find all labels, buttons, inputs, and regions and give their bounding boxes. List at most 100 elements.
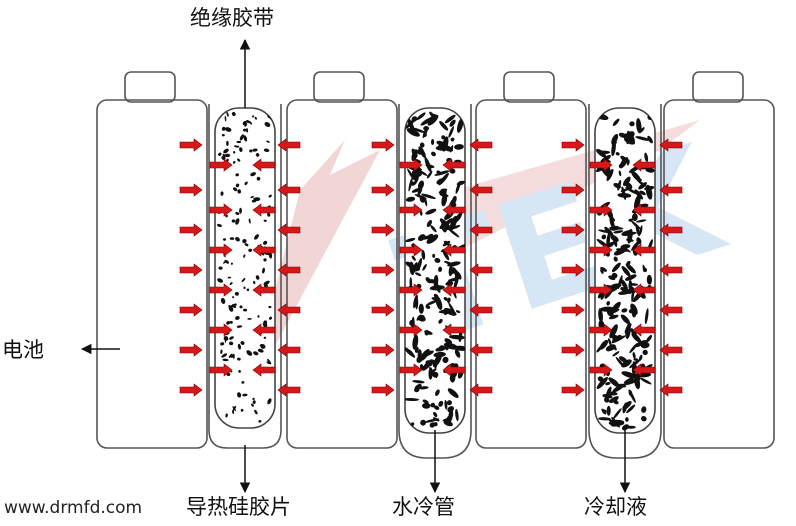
cooling-pipe <box>404 107 466 434</box>
coolant-particle-icon <box>636 118 642 134</box>
coolant-particle-icon <box>428 279 435 284</box>
coolant-particle-icon <box>425 298 440 306</box>
coolant-particle-icon <box>254 116 257 120</box>
coolant-particle-icon <box>438 266 443 272</box>
coolant-particle-icon <box>232 303 237 309</box>
coolant-particle-icon <box>441 135 446 140</box>
heat-flow-arrow-icon <box>277 138 301 152</box>
coolant-particle-icon <box>639 377 652 385</box>
coolant-particle-icon <box>620 314 631 325</box>
heat-flow-arrow-icon <box>632 323 656 337</box>
coolant-particle-icon <box>444 114 456 124</box>
coolant-particle-icon <box>605 382 611 386</box>
heat-flow-arrow-icon <box>561 343 585 357</box>
coolant-particle-icon <box>266 140 270 143</box>
heat-flow-arrow-icon <box>469 223 493 237</box>
coolant-particle-icon <box>236 325 243 328</box>
coolant-particle-icon <box>613 256 618 262</box>
coolant-particle-icon <box>229 336 234 340</box>
coolant-particle-icon <box>449 145 454 153</box>
coolant-particle-icon <box>223 148 229 154</box>
coolant-particle-icon <box>234 291 239 296</box>
coolant-particle-icon <box>417 180 425 190</box>
coolant-particle-icon <box>226 140 229 146</box>
coolant-particle-icon <box>254 234 259 240</box>
coolant-particle-icon <box>645 184 653 200</box>
coolant-particle-icon <box>428 367 433 380</box>
coolant-particle-icon <box>447 297 451 304</box>
website-url: www.drmfd.com <box>4 498 143 518</box>
coolant-particle-icon <box>242 120 247 126</box>
coolant-particle-icon <box>613 182 622 189</box>
coolant-particle-icon <box>406 128 420 137</box>
label-thermal-pad: 导热硅胶片 <box>186 495 291 519</box>
coolant-particle-icon <box>631 213 638 222</box>
coolant-particle-icon <box>623 377 634 385</box>
coolant-particle-icon <box>412 334 419 350</box>
heat-flow-arrow-icon <box>399 243 423 257</box>
coolant-particle-icon <box>237 357 241 361</box>
coolant-particle-icon <box>596 148 607 158</box>
coolant-particle-icon <box>411 116 418 122</box>
heat-flow-arrow-icon <box>561 303 585 317</box>
coolant-particle-icon <box>254 409 258 415</box>
coolant-particle-icon <box>455 408 459 422</box>
battery-cells <box>96 71 775 449</box>
coolant-particle-icon <box>431 139 435 145</box>
coolant-particle-icon <box>630 328 635 336</box>
coolant-particle-icon <box>642 349 648 356</box>
coolant-particle-icon <box>640 416 647 422</box>
coolant-particle-icon <box>418 386 429 390</box>
coolant-particle-icon <box>615 356 625 368</box>
coolant-particle-icon <box>426 219 433 228</box>
coolant-particle-icon <box>421 249 426 260</box>
coolant-particle-icon <box>625 187 638 195</box>
coolant-particle-icon <box>255 153 260 157</box>
coolant-particle-icon <box>429 111 437 120</box>
coolant-particle-icon <box>226 321 230 325</box>
coolant-particle-icon <box>443 296 449 301</box>
coolant-particle-icon <box>263 240 268 245</box>
coolant-particle-icon <box>225 413 228 418</box>
coolant-particle-icon <box>618 356 628 363</box>
coolant-particle-icon <box>234 145 240 148</box>
coolant-particle-icon <box>425 208 437 215</box>
coolant-particle-icon <box>228 353 233 358</box>
coolant-particle-icon <box>611 416 618 426</box>
coolant-particle-icon <box>422 264 427 271</box>
heat-flow-arrow-icon <box>589 363 613 377</box>
coolant-particle-icon <box>235 211 240 216</box>
heat-flow-arrow-icon <box>399 203 423 217</box>
coolant-particle-icon <box>405 397 420 402</box>
coolant-particle-icon <box>444 399 448 410</box>
coolant-particle-icon <box>630 286 636 295</box>
coolant-particle-icon <box>416 112 426 121</box>
coolant-particle-icon <box>227 276 232 279</box>
coolant-particle-icon <box>450 202 457 208</box>
heat-flow-arrow-icon <box>659 343 683 357</box>
heat-flow-arrow-icon <box>561 183 585 197</box>
coolant-particle-icon <box>634 189 644 200</box>
coolant-particle-icon <box>607 241 615 248</box>
heat-flow-arrow-icon <box>561 263 585 277</box>
heat-flow-arrow-icon <box>659 138 683 152</box>
coolant-particle-icon <box>611 141 617 147</box>
coolant-particle-icon <box>424 418 440 423</box>
coolant-particle-icon <box>435 346 447 352</box>
battery-cell-1 <box>96 71 208 449</box>
coolant-particle-icon <box>231 219 236 223</box>
coolant-particle-icon <box>220 349 223 354</box>
heat-flow-arrow-icon <box>179 223 203 237</box>
coolant-particle-icon <box>612 118 620 126</box>
coolant-particle-icon <box>256 176 261 181</box>
coolant-particle-icon <box>222 153 226 158</box>
coolant-particle-icon <box>443 261 454 266</box>
coolant-particle-icon <box>606 301 611 306</box>
coolant-particle-icon <box>434 257 441 263</box>
coolant-particle-icon <box>232 296 235 299</box>
coolant-particle-icon <box>408 349 414 356</box>
coolant-particle-icon <box>407 117 415 133</box>
coolant-particle-icon <box>252 148 258 152</box>
heat-flow-arrow-icon <box>252 243 276 257</box>
coolant-particle-icon <box>443 307 457 316</box>
